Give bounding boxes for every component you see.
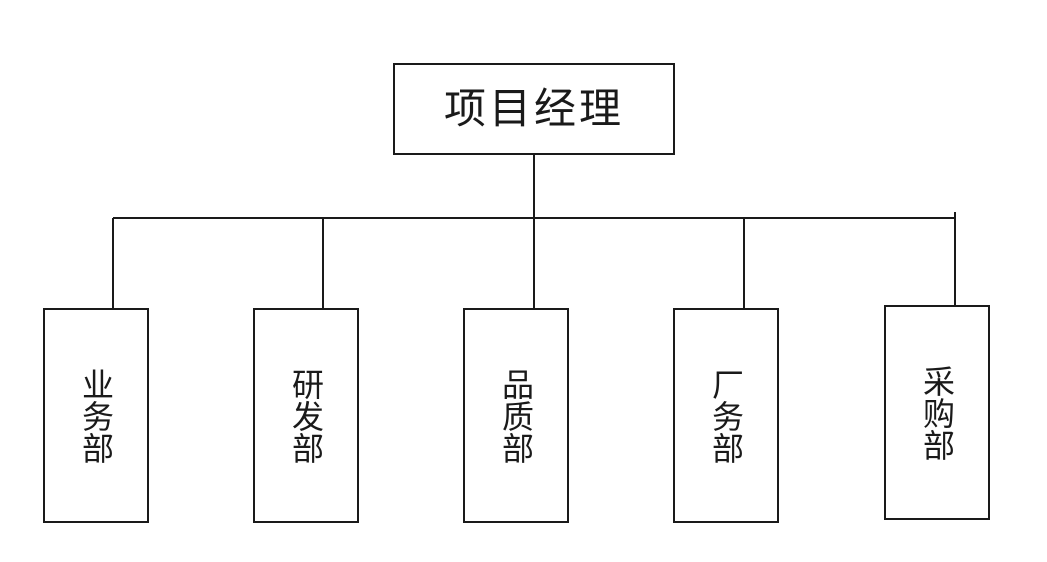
dept-node-quality: 品质部 — [463, 308, 569, 523]
root-node-label: 项目经理 — [443, 84, 624, 133]
root-node-project-manager: 项目经理 — [393, 63, 675, 155]
dept-node-rnd: 研发部 — [253, 308, 359, 523]
dept-node-business: 业务部 — [43, 308, 149, 523]
dept-node-facilities: 厂务部 — [673, 308, 779, 523]
dept-node-label: 研发部 — [287, 367, 325, 464]
dept-node-purchasing: 采购部 — [884, 305, 990, 520]
dept-node-label: 采购部 — [918, 364, 956, 461]
dept-node-label: 品质部 — [497, 367, 535, 464]
dept-node-label: 厂务部 — [707, 367, 745, 464]
dept-node-label: 业务部 — [77, 367, 115, 464]
